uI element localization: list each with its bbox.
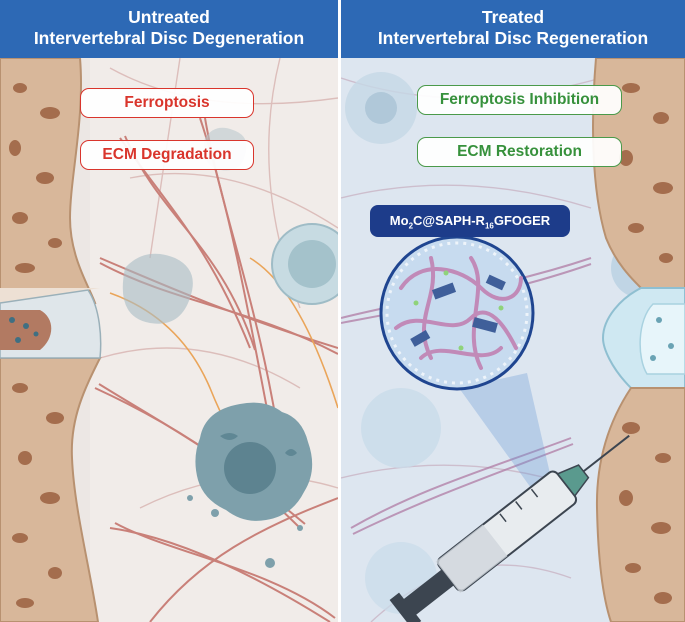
compound-part2: C@SAPH-R xyxy=(413,213,485,228)
compound-label: Mo2C@SAPH-R16GFOGER xyxy=(370,205,570,237)
treated-illustration xyxy=(341,58,685,622)
compound-sub2: 16 xyxy=(484,221,494,231)
bone-pits xyxy=(9,83,62,273)
stem-cell-nucleus xyxy=(288,240,336,288)
bone-pits xyxy=(619,422,672,604)
untreated-illustration xyxy=(0,58,338,622)
header-untreated-subtitle: Intervertebral Disc Degeneration xyxy=(33,28,305,48)
damaged-cell-nucleus xyxy=(224,442,276,494)
hydrogel-sphere-icon xyxy=(379,235,535,391)
ferroptosis-text: Ferroptosis xyxy=(124,94,210,111)
stem-cell-nucleus xyxy=(365,92,397,124)
compound-part1: Mo xyxy=(389,213,409,228)
nucleus-pulposus xyxy=(639,303,685,375)
stem-cell-icon xyxy=(361,388,441,468)
vertebra-lower xyxy=(595,387,685,622)
organelles xyxy=(220,433,297,456)
panel-divider xyxy=(338,0,341,622)
treated-panel: Ferroptosis Inhibition ECM Restoration xyxy=(341,58,685,622)
disc-cells xyxy=(9,317,39,343)
ecm-restoration-text: ECM Restoration xyxy=(457,143,582,160)
header-treated-subtitle: Intervertebral Disc Regeneration xyxy=(377,28,649,48)
disc-cells xyxy=(650,317,674,361)
header-untreated-title: Untreated xyxy=(128,7,210,27)
untreated-panel: Ferroptosis ECM Degradation xyxy=(0,58,338,622)
ecm-restoration-label: ECM Restoration xyxy=(417,137,622,167)
header-untreated: Untreated Intervertebral Disc Degenerati… xyxy=(0,0,338,58)
header-treated: Treated Intervertebral Disc Regeneration xyxy=(341,0,685,58)
mo2c-sheets xyxy=(410,274,506,347)
syringe-icon xyxy=(389,434,630,622)
vertebra-lower xyxy=(0,357,102,622)
dots xyxy=(413,270,504,351)
ecm-degradation-text: ECM Degradation xyxy=(102,146,232,163)
ferroptosis-label: Ferroptosis xyxy=(80,88,254,118)
bone-pits xyxy=(619,83,673,263)
compound-sub1: 2 xyxy=(408,221,414,231)
ferroptosis-inhibition-text: Ferroptosis Inhibition xyxy=(439,91,600,108)
compound-part3: GFOGER xyxy=(493,213,551,228)
light-beam xyxy=(459,373,551,488)
header-treated-title: Treated xyxy=(481,7,545,27)
ecm-degradation-label: ECM Degradation xyxy=(80,140,254,170)
peptide-fibers xyxy=(394,256,523,370)
nucleus-pulposus xyxy=(0,310,52,350)
bone-pits xyxy=(12,383,64,608)
ghost-cell xyxy=(122,253,193,324)
ferroptosis-inhibition-label: Ferroptosis Inhibition xyxy=(417,85,622,115)
